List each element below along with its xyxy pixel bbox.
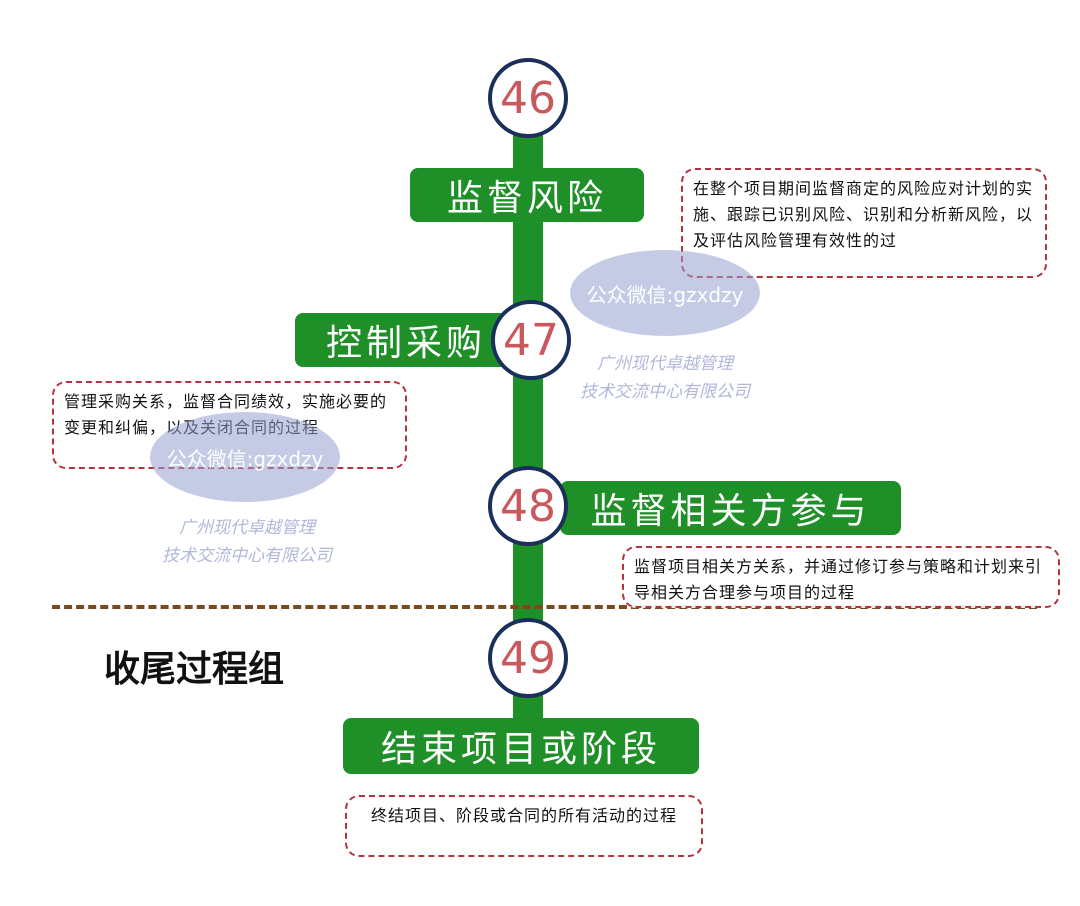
watermark-company-2-line2: 技术交流中心有限公司 <box>162 546 332 566</box>
watermark-handle-1: 公众微信:gzxdzy <box>570 250 760 336</box>
process-46-banner: 监督风险 <box>410 168 644 222</box>
process-47-number: 47 <box>491 300 571 380</box>
watermark-company-2: 广州现代卓越管理 技术交流中心有限公司 <box>137 514 357 570</box>
watermark-company-2-line1: 广州现代卓越管理 <box>179 518 315 538</box>
process-47-banner: 控制采购 <box>295 313 517 367</box>
closing-process-group-label: 收尾过程组 <box>104 649 285 690</box>
process-48-description: 监督项目相关方关系，并通过修订参与策略和计划来引导相关方合理参与项目的过程 <box>622 546 1060 608</box>
watermark-company-1: 广州现代卓越管理 技术交流中心有限公司 <box>555 350 775 406</box>
watermark-company-1-line2: 技术交流中心有限公司 <box>580 382 750 402</box>
process-48-number: 48 <box>488 466 568 546</box>
process-49-banner: 结束项目或阶段 <box>343 718 699 774</box>
section-divider <box>52 605 1037 609</box>
process-49-number: 49 <box>488 618 568 698</box>
process-49-description: 终结项目、阶段或合同的所有活动的过程 <box>345 795 703 857</box>
process-46-description: 在整个项目期间监督商定的风险应对计划的实施、跟踪已识别风险、识别和分析新风险，以… <box>681 168 1047 278</box>
process-46-number: 46 <box>488 58 568 138</box>
process-48-banner: 监督相关方参与 <box>560 481 901 535</box>
watermark-handle-2: 公众微信:gzxdzy <box>150 412 340 502</box>
watermark-company-1-line1: 广州现代卓越管理 <box>597 354 733 374</box>
